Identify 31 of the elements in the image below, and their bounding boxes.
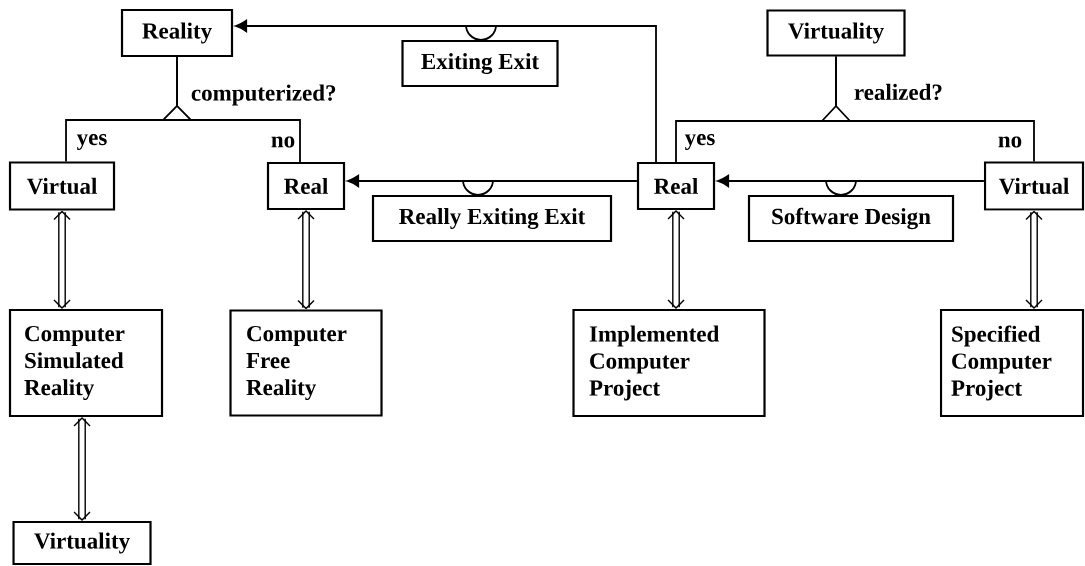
- arrow: [53, 210, 71, 309]
- process-box: Software Design: [747, 194, 955, 243]
- process-box: Really Exiting Exit: [371, 194, 613, 243]
- edge-label: yes: [684, 134, 715, 150]
- socket-symbol: [462, 179, 494, 196]
- process-box: Specified Computer Project: [939, 308, 1085, 418]
- arrow: [347, 174, 638, 188]
- arrow: [1025, 210, 1043, 309]
- question-label: realized?: [854, 83, 942, 101]
- process-box: Virtuality: [12, 520, 152, 566]
- arrow: [297, 210, 315, 310]
- process-box: Reality: [120, 8, 234, 58]
- process-box: Virtual: [8, 161, 116, 211]
- process-box: Implemented Computer Project: [572, 308, 766, 418]
- arrow: [235, 19, 657, 163]
- socket-symbol: [825, 179, 857, 196]
- arrow: [717, 174, 985, 188]
- edge-label: yes: [76, 134, 107, 150]
- process-box: Real: [636, 161, 716, 211]
- process-box: Virtuality: [766, 9, 906, 57]
- edge-label: no: [271, 136, 295, 148]
- edge-label: no: [998, 136, 1022, 148]
- process-box: Virtual: [983, 161, 1085, 211]
- process-box: Computer Free Reality: [229, 309, 383, 417]
- process-box: Exiting Exit: [401, 39, 559, 88]
- process-box: Computer Simulated Reality: [8, 308, 164, 418]
- arrow: [73, 417, 91, 521]
- question-label: computerized?: [191, 84, 336, 106]
- arrow: [667, 210, 685, 309]
- socket-symbol: [465, 24, 497, 41]
- process-box: Real: [266, 161, 346, 211]
